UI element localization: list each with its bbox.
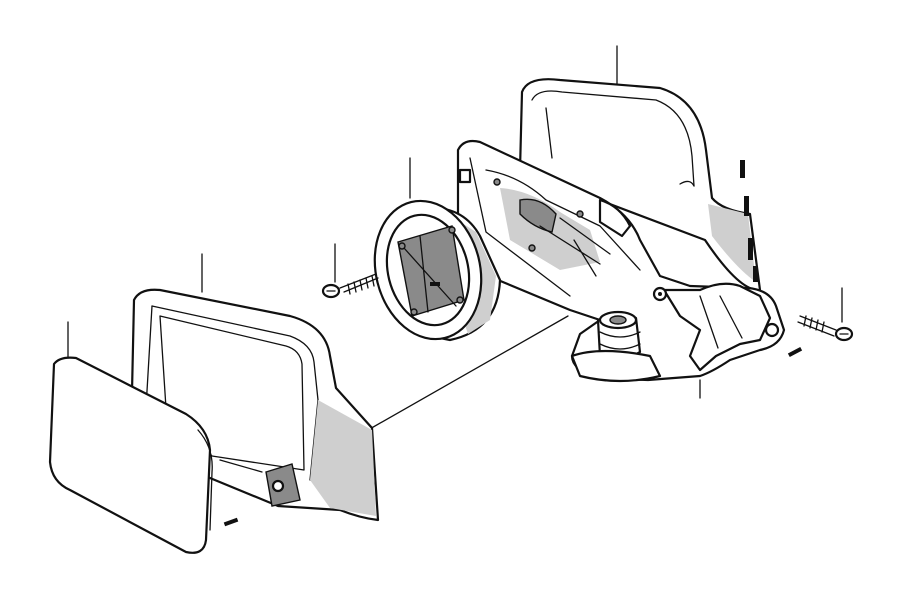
callout-lines [67,45,843,431]
screw-right [797,315,854,342]
alignment-line [367,315,569,431]
adjustment-motor [373,199,502,342]
screw-left [321,273,379,299]
mounting-bracket [456,139,803,383]
mirror-glass [48,356,213,554]
outer-cover [518,78,762,292]
